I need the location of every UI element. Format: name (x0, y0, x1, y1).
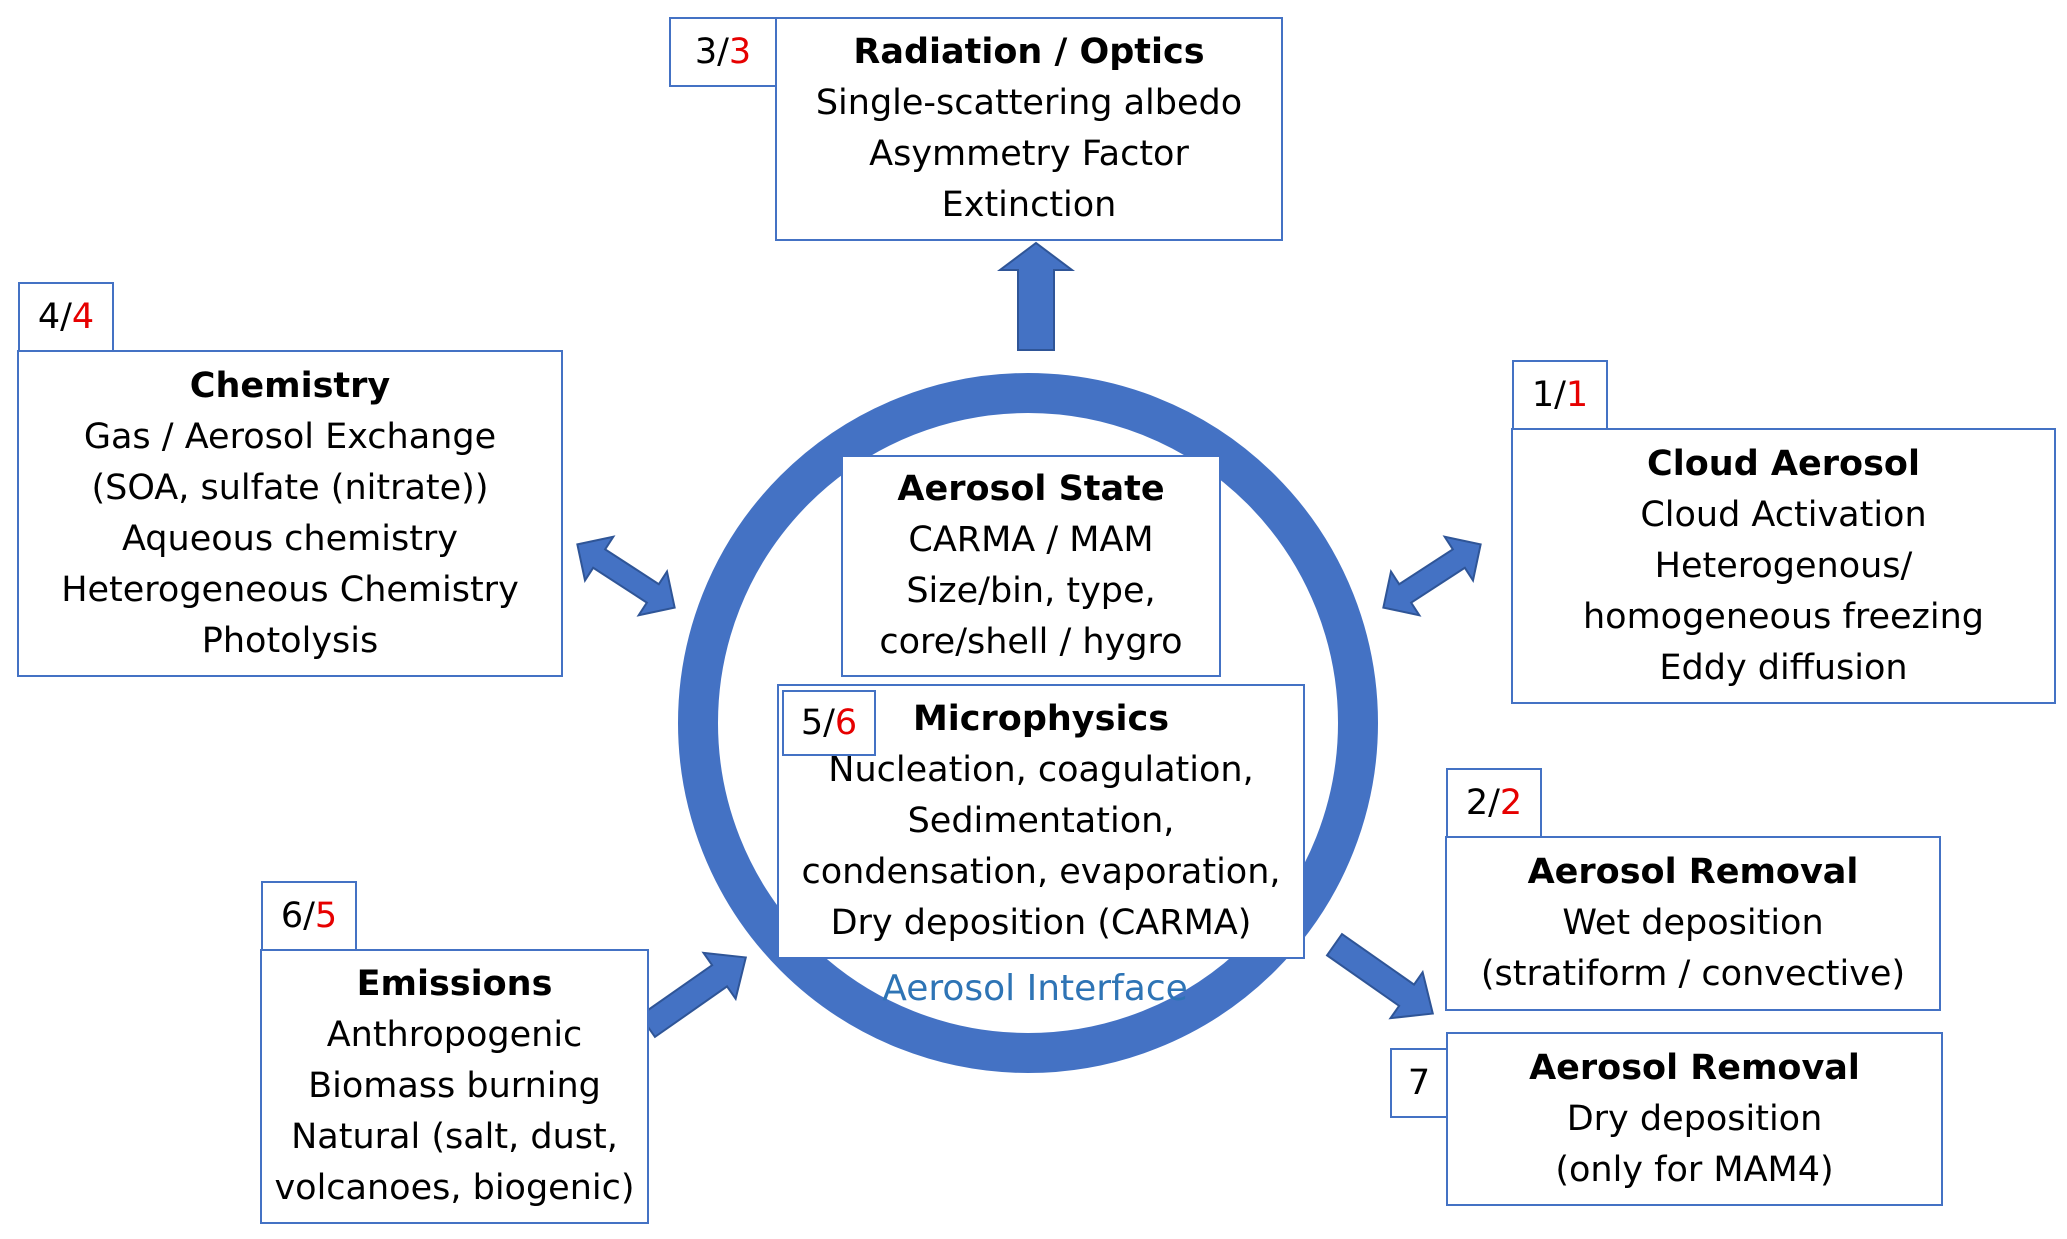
radiation-optics-box: Radiation / Optics Single-scattering alb… (775, 17, 1283, 241)
state-title: Aerosol State (897, 469, 1165, 509)
removal-dry-line: Dry deposition (1566, 1098, 1823, 1139)
emissions-line: Anthropogenic (326, 1015, 583, 1055)
double-arrow-chemistry (576, 535, 676, 617)
cloud-title: Cloud Aerosol (1647, 443, 1920, 484)
arrow-to-removal (1325, 932, 1435, 1020)
aerosol-state-box: Aerosol State CARMA / MAM Size/bin, type… (841, 455, 1221, 677)
aerosol-removal-dry-box: Aerosol Removal Dry deposition (only for… (1446, 1032, 1943, 1206)
arrow-to-radiation (997, 241, 1075, 351)
aerosol-removal-wet-box: Aerosol Removal Wet deposition (stratifo… (1445, 836, 1941, 1011)
aerosol-interface-label: Aerosol Interface (882, 968, 1188, 1009)
cloud-tag: 1/1 (1512, 360, 1608, 430)
state-line: CARMA / MAM (908, 520, 1154, 560)
cloud-line: Heterogenous/ (1654, 545, 1913, 586)
removal-wet-tag: 2/2 (1446, 768, 1542, 838)
chemistry-line: Photolysis (201, 620, 379, 661)
arrow-from-emissions (638, 951, 748, 1039)
emissions-line: Natural (salt, dust, (291, 1117, 618, 1157)
removal-wet-title: Aerosol Removal (1527, 852, 1859, 892)
radiation-title: Radiation / Optics (853, 32, 1205, 72)
cloud-line: Cloud Activation (1640, 494, 1927, 535)
radiation-line: Extinction (941, 185, 1117, 225)
emissions-tag: 6/5 (261, 881, 357, 951)
aerosol-interface-ring (678, 373, 1378, 1073)
removal-wet-line: (stratiform / convective) (1480, 954, 1906, 994)
microphysics-box: Microphysics Nucleation, coagulation, Se… (777, 684, 1305, 959)
chemistry-box: Chemistry Gas / Aerosol Exchange (SOA, s… (17, 350, 563, 677)
removal-wet-line: Wet deposition (1562, 903, 1824, 943)
microphysics-line: condensation, evaporation, (801, 852, 1281, 892)
chemistry-line: Gas / Aerosol Exchange (83, 416, 497, 457)
state-line: core/shell / hygro (879, 622, 1183, 662)
chemistry-line: Aqueous chemistry (121, 518, 459, 559)
chemistry-line: Heterogeneous Chemistry (61, 569, 519, 610)
removal-dry-title: Aerosol Removal (1529, 1047, 1860, 1088)
emissions-title: Emissions (356, 964, 553, 1004)
emissions-line: Biomass burning (308, 1066, 601, 1106)
cloud-line: homogeneous freezing (1582, 596, 1985, 637)
microphysics-line: Sedimentation, (907, 801, 1175, 841)
radiation-line: Asymmetry Factor (869, 134, 1189, 174)
double-arrow-cloud (1382, 535, 1482, 617)
cloud-line: Eddy diffusion (1659, 647, 1908, 688)
cloud-aerosol-box: Cloud Aerosol Cloud Activation Heterogen… (1511, 428, 2056, 704)
state-line: Size/bin, type, (906, 571, 1156, 611)
microphysics-line: Dry deposition (CARMA) (830, 903, 1252, 943)
microphysics-line: Nucleation, coagulation, (828, 750, 1254, 790)
chemistry-title: Chemistry (189, 365, 391, 406)
removal-dry-line: (only for MAM4) (1555, 1149, 1834, 1190)
microphysics-tag: 5/6 (782, 690, 876, 756)
emissions-line: volcanoes, biogenic) (274, 1168, 635, 1208)
radiation-line: Single-scattering albedo (815, 83, 1243, 123)
chemistry-tag: 4/4 (18, 282, 114, 352)
emissions-box: Emissions Anthropogenic Biomass burning … (260, 949, 649, 1224)
chemistry-line: (SOA, sulfate (nitrate)) (91, 467, 489, 508)
removal-dry-tag: 7 (1390, 1048, 1448, 1118)
microphysics-title: Microphysics (912, 699, 1170, 739)
radiation-tag: 3/3 (669, 17, 777, 87)
